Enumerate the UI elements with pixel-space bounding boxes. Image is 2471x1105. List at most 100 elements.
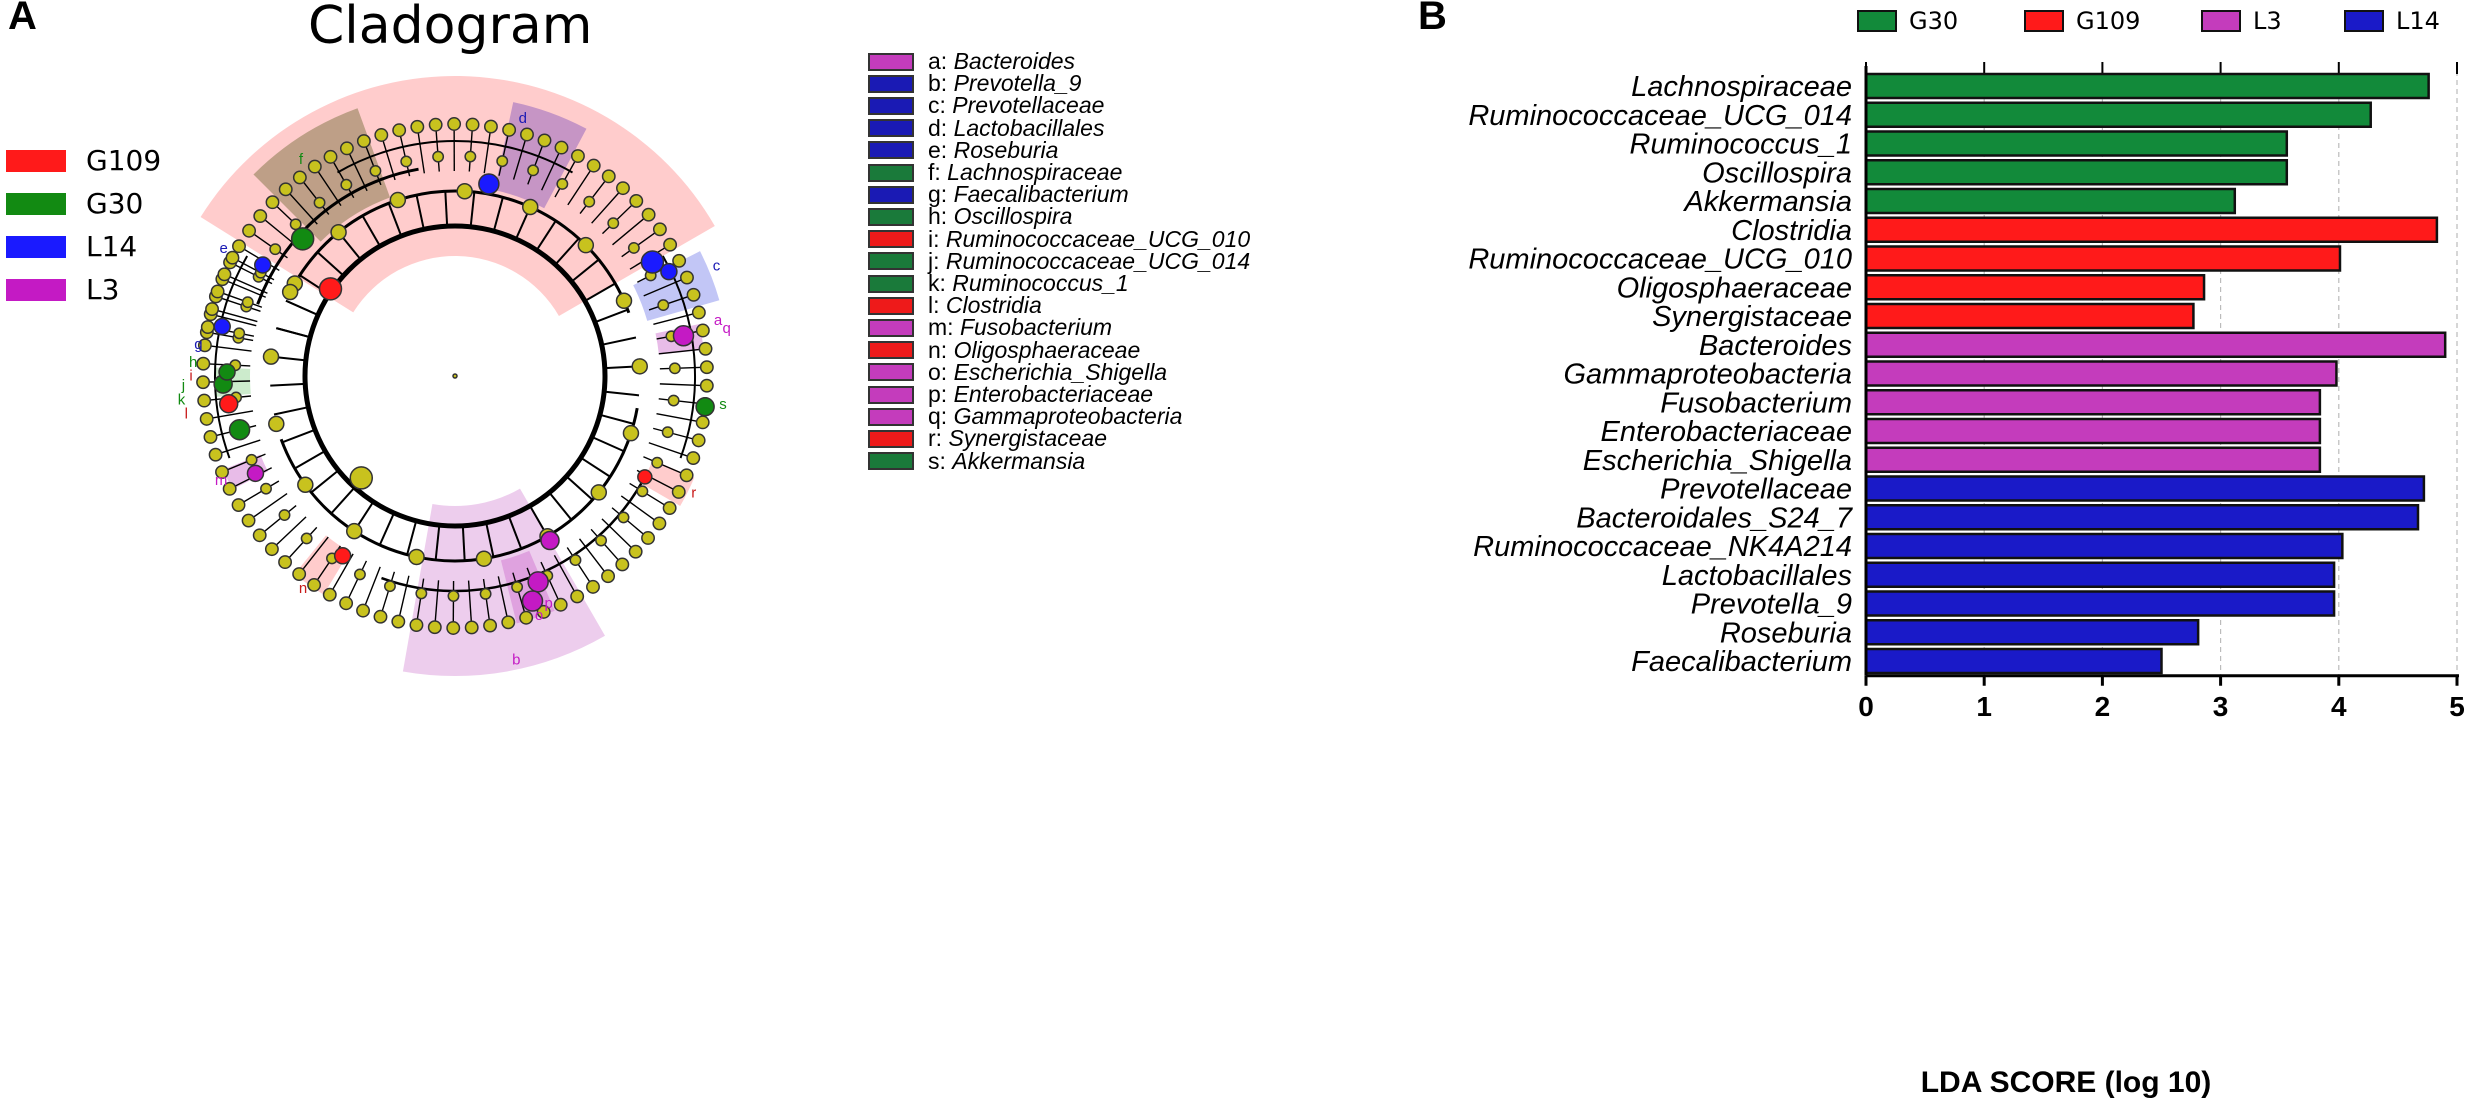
bar-label: Prevotella_9 xyxy=(1691,589,1852,621)
tree-branch xyxy=(415,578,425,626)
tree-branch xyxy=(271,516,307,550)
leaf-node xyxy=(222,481,237,496)
leaf-node xyxy=(691,433,706,448)
tree-branch xyxy=(397,575,410,622)
inner-node xyxy=(617,511,630,524)
taxon-key-item: d: Lactobacillales xyxy=(868,115,1104,142)
tree-branch xyxy=(485,522,495,558)
taxon-key-swatch xyxy=(868,318,914,337)
biomarker-node-roseburia xyxy=(253,256,272,274)
tree-branch xyxy=(648,442,694,459)
internal-node xyxy=(268,415,285,433)
biomarker-node-lactobacillales xyxy=(478,173,500,195)
taxon-key-item: r: Synergistaceae xyxy=(868,425,1107,452)
inner-node xyxy=(479,587,492,600)
taxon-key-swatch xyxy=(868,119,914,138)
bar-legend-swatch xyxy=(2201,10,2241,32)
tree-arc xyxy=(214,255,249,459)
bar xyxy=(1864,159,2289,186)
leaf-node xyxy=(241,513,256,528)
tree-branch xyxy=(612,214,650,246)
taxon-key-item: j: Ruminococcaceae_UCG_014 xyxy=(868,248,1250,275)
tree-branch xyxy=(570,258,600,283)
tree-branch xyxy=(434,580,440,628)
tree-branch xyxy=(434,525,441,561)
leaf-node xyxy=(464,620,479,635)
tree-branch xyxy=(330,486,356,515)
leaf-node xyxy=(695,323,710,338)
tree-branch xyxy=(482,578,491,626)
leaf-node xyxy=(483,618,498,633)
tree-branch xyxy=(276,327,311,339)
taxon-key-swatch xyxy=(868,407,914,426)
internal-node xyxy=(622,424,640,442)
inner-node xyxy=(353,568,366,581)
tree-branch xyxy=(204,344,252,352)
leaf-node xyxy=(322,587,337,602)
tree-branch xyxy=(346,148,368,192)
tree-branch xyxy=(361,215,381,247)
taxon-key-item: c: Prevotellaceae xyxy=(868,92,1104,119)
leaf-node xyxy=(679,468,694,483)
bar-legend-swatch xyxy=(2344,10,2384,32)
group-swatch-l14 xyxy=(6,235,66,258)
taxon-key-item: k: Ruminococcus_1 xyxy=(868,270,1129,297)
tree-arc xyxy=(279,407,639,563)
tree-branch xyxy=(599,413,634,425)
tree-branch xyxy=(498,129,510,176)
inner-node xyxy=(313,196,326,209)
tree-branch xyxy=(611,507,649,539)
tree-branch xyxy=(604,390,640,397)
tree-branch xyxy=(206,410,254,420)
taxon-key-swatch xyxy=(868,141,914,160)
taxon-key-name: Prevotellaceae xyxy=(952,92,1105,119)
taxon-key-letter: l: xyxy=(928,292,946,319)
sector-label: i xyxy=(189,368,192,385)
taxon-key-name: Bacteroides xyxy=(953,48,1076,74)
inner-node xyxy=(447,590,460,602)
taxon-key-swatch xyxy=(868,274,914,293)
sector-label: f xyxy=(299,151,304,168)
internal-node xyxy=(631,358,648,375)
leaf-node xyxy=(428,117,443,132)
inner-node xyxy=(667,394,680,407)
tree-branch xyxy=(461,525,466,561)
panel-a-letter: A xyxy=(8,0,37,38)
tree-branch xyxy=(643,276,688,297)
taxon-key-swatch xyxy=(868,252,914,271)
tree-branch xyxy=(541,147,563,191)
bar-legend-item: L3 xyxy=(2201,7,2282,35)
bar-label: Clostridia xyxy=(1731,215,1852,247)
leaf-node xyxy=(392,123,407,138)
inner-node xyxy=(569,554,582,567)
group-label: G30 xyxy=(86,187,144,220)
bar-legend-item: G30 xyxy=(1857,7,1958,35)
leaf-node xyxy=(278,555,293,570)
tree-branch xyxy=(222,278,267,298)
inner-node xyxy=(241,296,254,309)
bar xyxy=(1864,245,2342,272)
leaf-node xyxy=(586,158,601,173)
leaf-node xyxy=(616,181,630,196)
internal-node xyxy=(389,191,407,209)
inner-node xyxy=(432,150,445,163)
taxon-key-letter: d: xyxy=(928,114,954,141)
biomarker-node-gammaproteobacteria xyxy=(672,324,695,347)
biomarker-node-prevotella-9 xyxy=(660,262,678,281)
tree-branch xyxy=(316,251,345,277)
x-tick-label: 0 xyxy=(1858,691,1874,722)
taxon-key-swatch xyxy=(868,363,914,382)
tree-branch xyxy=(310,469,340,494)
tree-branch xyxy=(579,175,610,215)
taxon-key-swatch xyxy=(868,185,914,204)
leaf-node xyxy=(410,119,425,134)
tree-branch xyxy=(345,560,368,604)
leaf-node xyxy=(374,128,389,142)
taxon-key-letter: k: xyxy=(928,270,953,296)
tree-branch xyxy=(229,261,273,285)
tree-branch xyxy=(284,526,318,563)
taxon-key-swatch xyxy=(868,163,914,182)
taxon-key-letter: h: xyxy=(928,203,954,230)
tree-branch xyxy=(259,505,297,536)
biomarker-node-akkermansia xyxy=(695,396,715,417)
